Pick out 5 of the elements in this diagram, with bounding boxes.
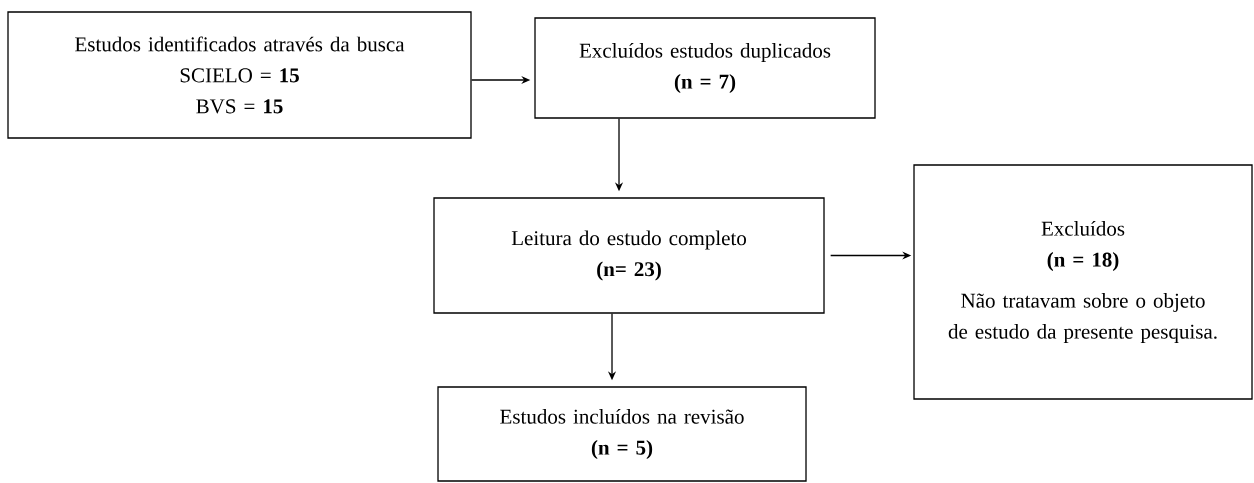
process-box: Estudos identificados através da busca SCIELO = 15 BVS = 15 [7,11,472,139]
process-box: Leitura do estudo completo (n= 23) [433,197,825,314]
process-box: Excluídos (n = 18) Não tratavam sobre o objeto de estudo da presente pesquisa. [913,164,1253,400]
process-box: Excluídos estudos duplicados (n = 7) [534,17,876,119]
process-box: Estudos incluídos na revisão (n = 5) [437,386,807,482]
